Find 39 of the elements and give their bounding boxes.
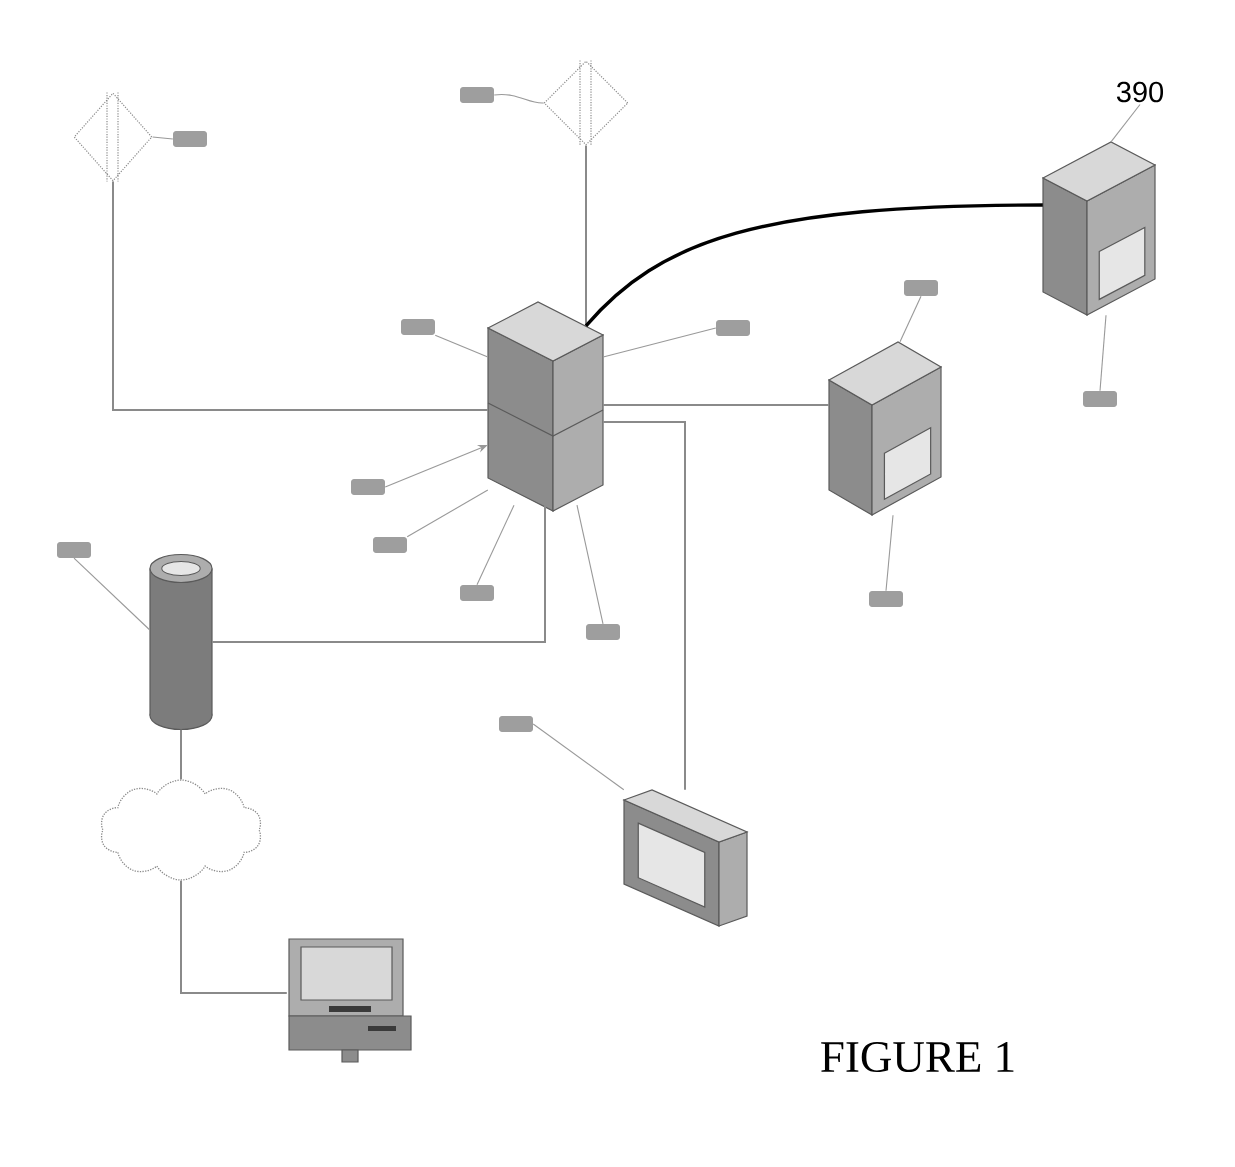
database-cylinder xyxy=(149,553,213,731)
leader-line xyxy=(476,504,515,586)
connection-line xyxy=(211,504,546,643)
leader-line xyxy=(532,723,625,791)
blurred-label xyxy=(869,591,903,607)
antenna-diamond xyxy=(73,91,153,183)
blurred-label xyxy=(904,280,938,296)
network-cloud xyxy=(100,779,262,881)
connection-line xyxy=(602,421,686,791)
connection-line xyxy=(112,180,489,411)
reference-number: 390 xyxy=(1116,81,1164,103)
leader-line xyxy=(434,334,489,358)
leader-line xyxy=(899,295,922,343)
blurred-label xyxy=(351,479,385,495)
blurred-label xyxy=(499,716,533,732)
leader-line xyxy=(152,136,174,140)
blurred-label xyxy=(586,624,620,640)
leader-line xyxy=(576,504,604,625)
desktop-computer xyxy=(288,938,412,1063)
leader-line xyxy=(73,557,151,631)
connection-line xyxy=(180,728,182,781)
connection-line xyxy=(585,144,587,327)
blurred-label xyxy=(460,87,494,103)
leader-line xyxy=(493,94,544,104)
blurred-label xyxy=(716,320,750,336)
blurred-label xyxy=(401,319,435,335)
leader-line xyxy=(1099,314,1107,392)
blurred-label xyxy=(373,537,407,553)
connection-line xyxy=(180,879,288,994)
blurred-label xyxy=(1083,391,1117,407)
blurred-label xyxy=(173,131,207,147)
leader-line xyxy=(1110,103,1141,143)
leader-line xyxy=(602,327,717,358)
blurred-label xyxy=(57,542,91,558)
blurred-label xyxy=(460,585,494,601)
leader-line xyxy=(406,489,489,538)
figure-caption: FIGURE 1 xyxy=(821,1041,1014,1073)
leader-line xyxy=(885,514,894,592)
antenna-diamond xyxy=(543,59,629,147)
